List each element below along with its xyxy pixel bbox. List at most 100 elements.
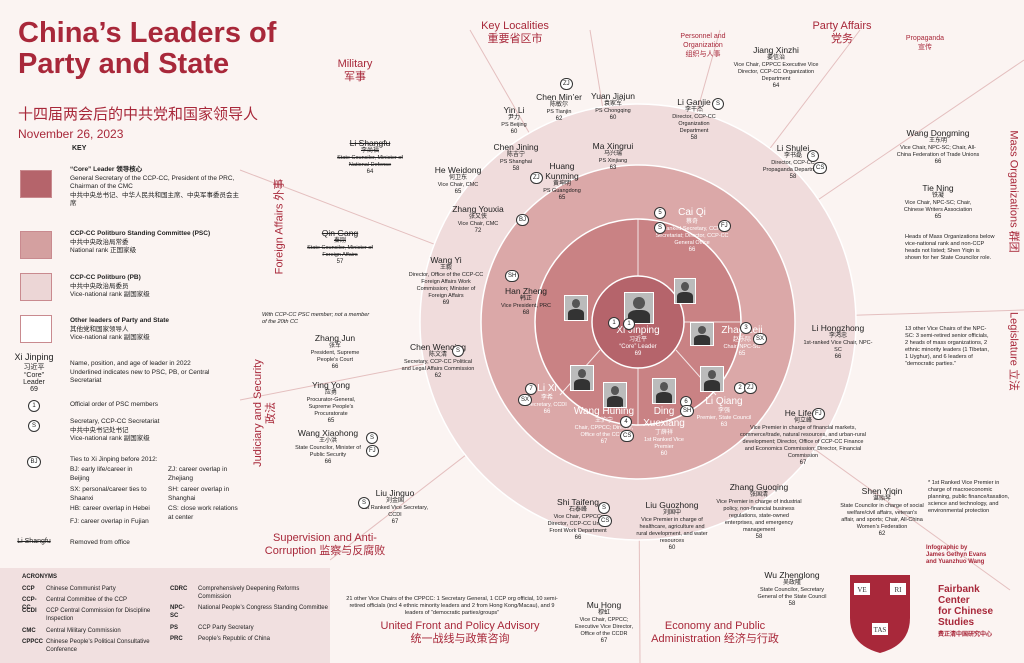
photo-ding-xuexiang <box>652 378 676 404</box>
key-secretariat-symbol: S <box>14 420 54 432</box>
tie-fj-icon: FJ <box>366 445 379 457</box>
key-tie-cs: CS: close work relations at center <box>168 505 238 521</box>
tie-cs-icon: CS <box>598 515 613 527</box>
tie-sx-icon: SX <box>518 394 533 406</box>
sector-judiciary: Judiciary and Security 政法 <box>252 359 277 467</box>
order-1-icon: 1 <box>608 317 620 329</box>
secretariat-icon: S <box>366 432 378 444</box>
vice-premier-note: * 1st Ranked Vice Premier in charge of m… <box>928 480 1010 514</box>
tie-cs-icon: CS <box>813 162 828 174</box>
photo-li-qiang <box>700 366 724 392</box>
key-tie-bj: BJ: early life/career in Beijing <box>70 466 133 482</box>
photo-li-xi <box>570 365 594 391</box>
key-ties-desc: Ties to Xi Jinping before 2012: <box>70 456 158 463</box>
key-ties-symbol: BJ <box>14 456 54 468</box>
key-name-desc: Name, position, and age of leader in 202… <box>70 360 210 384</box>
secretariat-icon: S <box>358 497 370 509</box>
shield-text-b: RI <box>895 586 903 594</box>
tie-zj-icon: ZJ <box>560 78 573 90</box>
secretariat-icon: 1 <box>623 318 635 330</box>
shield-text-a: VE <box>857 586 866 594</box>
photo-cai-qi <box>674 278 696 304</box>
photo-zhao-leji <box>690 322 714 346</box>
order-icon: 4 <box>620 416 632 428</box>
key-tie-fj: FJ: career overlap in Fujian <box>70 518 149 525</box>
key-removed-sample: Li Shangfu <box>17 538 51 545</box>
order-icon: 3 <box>740 322 752 334</box>
secretariat-icon: S <box>807 150 819 162</box>
title-line-1: China’s Leaders of <box>18 17 277 49</box>
tie-bj-icon: BJ <box>516 214 530 226</box>
shield-text-c: TAS <box>874 626 887 634</box>
tie-fj-icon: FJ <box>812 408 825 420</box>
npc-note: 13 other Vice Chairs of the NPC-SC: 3 se… <box>905 326 989 367</box>
tie-zj-icon: ZJ <box>530 172 543 184</box>
sector-legislature: Legislature 立法 <box>1007 312 1020 391</box>
secretariat-circle-icon: S <box>28 420 40 432</box>
secretariat-icon: S <box>452 345 464 357</box>
title-line-2: Party and State <box>18 48 230 80</box>
tie-sh-icon: SH <box>505 270 520 282</box>
sector-mass-organizations: Mass Organizations 群团 <box>1007 130 1020 253</box>
page-date: November 26, 2023 <box>18 127 124 141</box>
page-subtitle: 十四届两会后的中共党和国家领导人 <box>18 106 259 123</box>
key-title: KEY <box>72 145 87 152</box>
tie-fj-icon: FJ <box>718 220 731 232</box>
key-tie-sh: SH: career overlap in Shanghai <box>168 486 230 502</box>
key-swatch-core <box>20 170 52 198</box>
harvard-shield-logo: VE RI TAS <box>850 575 910 653</box>
mass-org-note: Heads of Mass Organizations below vice-n… <box>905 234 995 261</box>
key-tie-sx: SX: personal/career ties to Shaanxi <box>70 486 147 502</box>
sector-foreign-affairs: Foreign Affairs 外事 <box>273 178 286 275</box>
photo-wang-huning <box>603 382 627 408</box>
key-tie-hb: HB: career overlap in Hebei <box>70 505 150 512</box>
tie-sh-icon: SH <box>680 405 695 417</box>
key-order-desc: Official order of PSC members <box>70 401 159 408</box>
ties-oval-icon: BJ <box>27 456 41 468</box>
tie-zj-icon: ZJ <box>744 382 757 394</box>
key-psc-text: CCP-CC Politburo Standing Committee (PSC… <box>70 230 211 254</box>
acronyms-title: ACRONYMS <box>22 574 58 580</box>
